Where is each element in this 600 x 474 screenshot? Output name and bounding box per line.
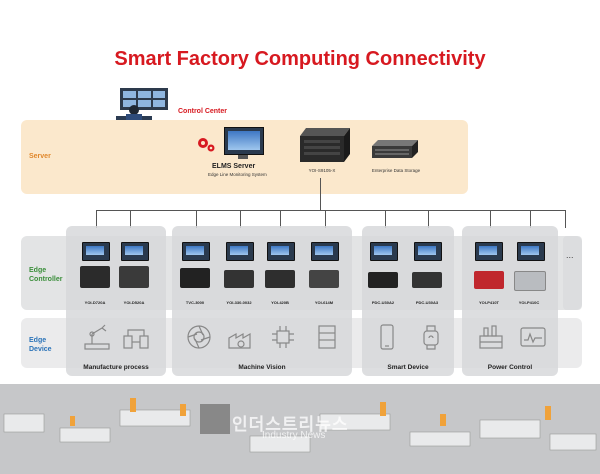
controller-yoi-330-0032 bbox=[224, 270, 254, 288]
group-label-smart: Smart Device bbox=[387, 364, 429, 371]
device-label: YOI-330-0032 bbox=[226, 300, 252, 305]
connector-trunk bbox=[320, 178, 321, 210]
enterprise-storage bbox=[372, 140, 418, 158]
monitor bbox=[370, 242, 398, 261]
elms-monitor bbox=[224, 127, 264, 155]
connector-drop bbox=[490, 210, 491, 228]
connector-drop bbox=[280, 210, 281, 228]
watermark-sub: Industry News bbox=[262, 430, 326, 441]
monitor bbox=[475, 242, 503, 261]
elms-stand bbox=[238, 155, 248, 159]
camera-lens-icon bbox=[187, 325, 211, 349]
storage-label: Enterprise Data Storage bbox=[371, 168, 421, 173]
factory-illustration bbox=[3, 398, 597, 453]
controller-yoi-d520a bbox=[119, 266, 149, 288]
connector-drop bbox=[96, 210, 97, 228]
monitor bbox=[82, 242, 110, 261]
device-label: YOI-614M bbox=[314, 300, 334, 305]
page-title: Smart Factory Computing Connectivity bbox=[114, 48, 486, 70]
connector-drop bbox=[130, 210, 131, 228]
controller-yoi-420b bbox=[265, 270, 295, 288]
controller-yoi-614m bbox=[309, 270, 339, 288]
ellipsis: ... bbox=[566, 250, 574, 260]
factory-icon bbox=[228, 332, 251, 349]
monitor bbox=[121, 242, 149, 261]
device-label: YOI-420B bbox=[271, 300, 289, 305]
controller-pdc-u30a3 bbox=[412, 272, 442, 288]
controller-yoi-p410t bbox=[474, 271, 504, 289]
device-label: YOI-D720A bbox=[84, 300, 106, 305]
control-center-label: Control Center bbox=[178, 108, 227, 115]
elms-server-name: ELMS Server bbox=[212, 163, 256, 170]
more-groups-frame bbox=[563, 236, 582, 310]
gears-icon bbox=[198, 138, 215, 152]
monitor bbox=[267, 242, 295, 261]
edge-device-row-label: Edge Device bbox=[29, 337, 52, 353]
connector-drop bbox=[428, 210, 429, 228]
rack-server-label: YOI-S9105-X bbox=[308, 168, 336, 173]
smartwatch-icon bbox=[423, 325, 439, 350]
device-label: TVC-3000 bbox=[185, 300, 205, 305]
connector-drop bbox=[196, 210, 197, 228]
device-label: YOI-D520A bbox=[123, 300, 145, 305]
monitor bbox=[414, 242, 442, 261]
power-meter-icon bbox=[520, 327, 546, 347]
connector-drop bbox=[530, 210, 531, 228]
power-plant-icon bbox=[479, 325, 503, 349]
group-label-power: Power Control bbox=[487, 364, 533, 371]
monitor bbox=[311, 242, 339, 261]
group-label-manufacture: Manufacture process bbox=[83, 364, 149, 371]
device-label: YOI-P410C bbox=[518, 300, 540, 305]
watermark: 인더스트리뉴스 bbox=[232, 415, 349, 434]
elms-server-subtitle: Edge Line Monitoring System bbox=[208, 172, 267, 177]
group-label-vision: Machine Vision bbox=[238, 364, 286, 371]
server-rack-icon bbox=[318, 325, 336, 349]
edge-controller-row-label: Edge Controller bbox=[29, 267, 63, 283]
monitor bbox=[182, 242, 210, 261]
controller-yoi-d720a bbox=[80, 266, 110, 288]
device-label: YOI-P410T bbox=[478, 300, 499, 305]
connector-drop bbox=[325, 210, 326, 228]
robot-arm-icon bbox=[84, 324, 110, 350]
connector-drop bbox=[565, 210, 566, 228]
connector-bus bbox=[96, 210, 566, 211]
controller-pdc-u30a2 bbox=[368, 272, 398, 288]
monitor bbox=[517, 242, 545, 261]
rack-server bbox=[300, 128, 350, 162]
monitor bbox=[226, 242, 254, 261]
connector-drop bbox=[240, 210, 241, 228]
chip-icon bbox=[272, 326, 294, 348]
device-label: PDC-U30A3 bbox=[415, 300, 439, 305]
server-row-label: Server bbox=[29, 153, 51, 160]
smartphone-icon bbox=[380, 324, 394, 350]
device-label: PDC-U30A2 bbox=[371, 300, 395, 305]
connector-drop bbox=[385, 210, 386, 228]
controller-yoi-p410c bbox=[514, 271, 546, 291]
controller-tvc-3000 bbox=[180, 268, 210, 288]
assembly-icon bbox=[123, 329, 149, 349]
